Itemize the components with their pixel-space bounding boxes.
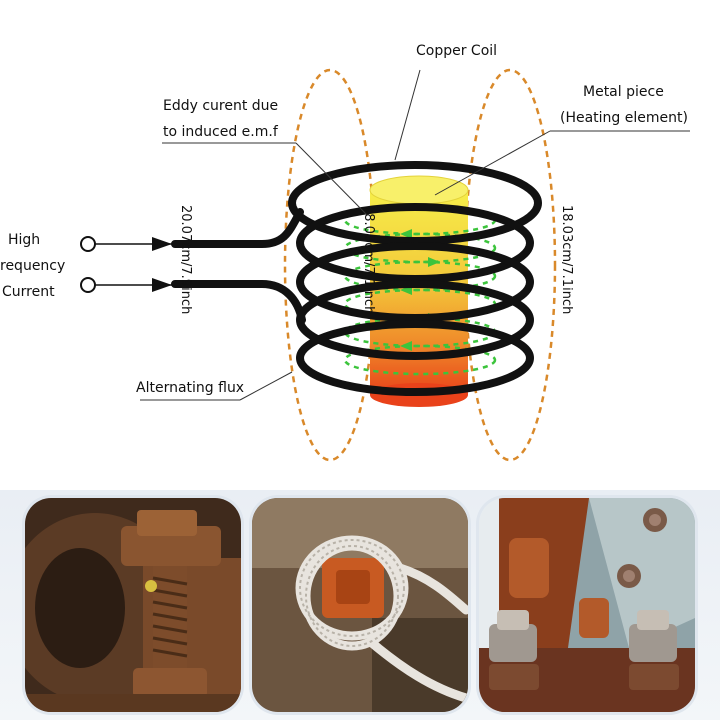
copper-coil: [171, 161, 542, 396]
terminal-bottom: [80, 277, 96, 293]
high-label: High: [8, 232, 40, 248]
eddy-current-label-line1: Eddy curent due: [163, 98, 278, 114]
induction-coil-on-nut-icon: [252, 498, 468, 712]
rusty-bolts-on-plate-icon: [479, 498, 695, 712]
coil-lead-top: [171, 208, 304, 248]
arrow-head-top: [152, 237, 172, 251]
photo-induction-coil: [252, 498, 468, 712]
photo-rusty-bolt: [25, 498, 241, 712]
terminal-top: [80, 236, 96, 252]
copper-coil-label: Copper Coil: [416, 43, 497, 59]
dimension-label-right: 18.03cm/7.1inch: [559, 205, 574, 314]
metal-piece-label-line1: Metal piece: [583, 84, 664, 100]
flux-loop-right: [463, 68, 557, 462]
alternating-flux-label: Alternating flux: [136, 380, 244, 396]
dimension-label-left: 20.07cm/7.9inch: [178, 205, 193, 314]
application-photo-strip: [0, 490, 720, 720]
frequency-label: requency: [0, 258, 65, 274]
rusty-bolt-nut-icon: [25, 498, 241, 712]
current-input-terminals: [80, 236, 175, 293]
dimension-label-center: 18.03cm/7.1inch: [361, 205, 376, 314]
induction-heating-diagram: Copper Coil Eddy curent due to induced e…: [0, 43, 690, 462]
leader-lines: [140, 69, 690, 401]
eddy-current-label-line2: to induced e.m.f: [163, 124, 279, 140]
coil-lead-bottom: [171, 280, 306, 324]
arrow-head-bottom: [152, 278, 172, 292]
metal-piece-label-line2: (Heating element): [560, 110, 688, 126]
photo-rusty-bolts-plate: [479, 498, 695, 712]
current-label: Current: [2, 284, 55, 300]
